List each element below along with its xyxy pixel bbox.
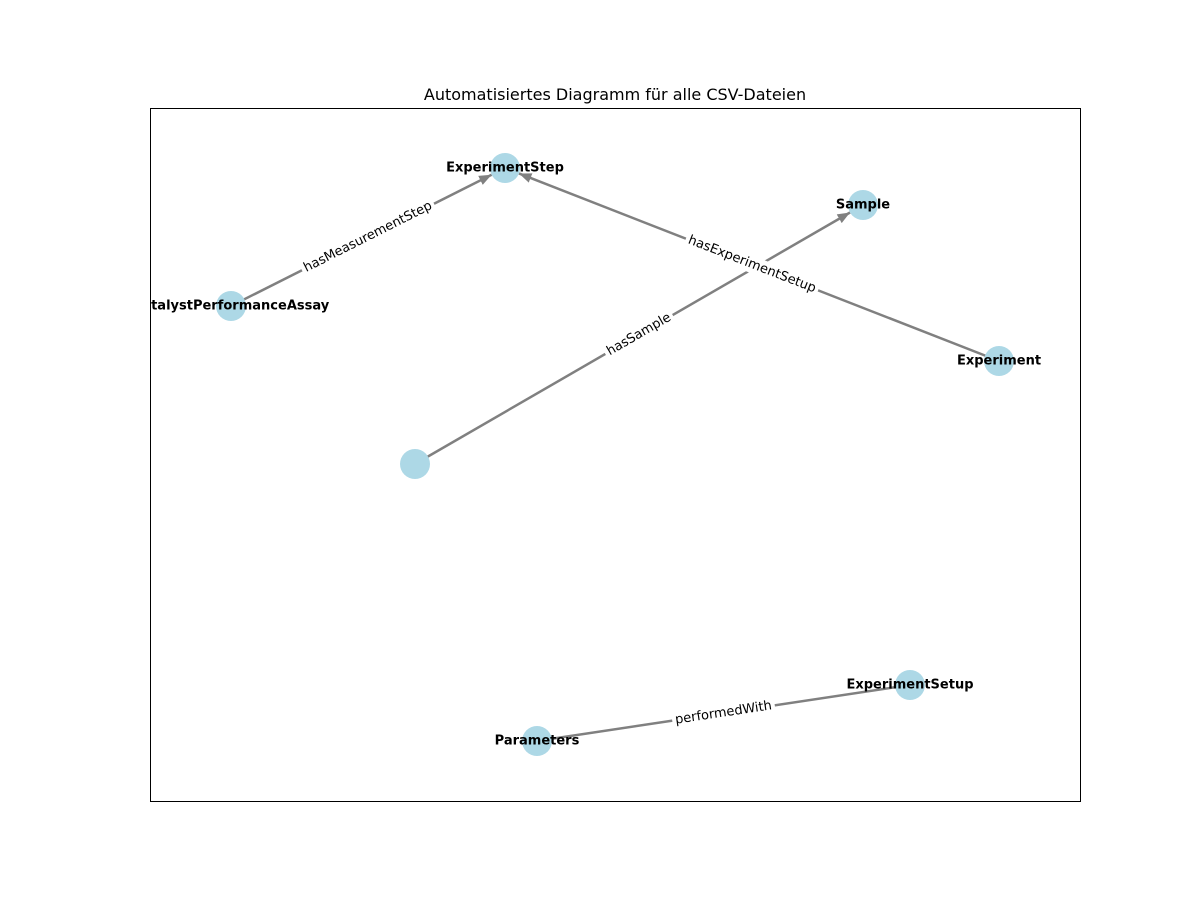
node-label-experimentstep: ExperimentStep — [446, 161, 564, 176]
node-experiment — [984, 346, 1014, 376]
plot-frame — [150, 108, 1081, 802]
edge-label-background — [298, 196, 438, 278]
node-label-experimentsetup: ExperimentSetup — [846, 678, 973, 693]
node-assay — [216, 291, 246, 321]
node-labels-layer: ExperimentStepSampleCatalystPerformanceA… — [133, 161, 1041, 749]
node-experimentstep — [490, 153, 520, 183]
edge-label-background — [601, 307, 677, 362]
node-unlabeled — [400, 449, 430, 479]
node-label-experiment: Experiment — [957, 354, 1041, 369]
node-experimentsetup — [895, 670, 925, 700]
nodes-layer — [216, 153, 1014, 756]
node-parameters — [522, 726, 552, 756]
node-sample — [848, 190, 878, 220]
edges-layer — [230, 172, 1000, 743]
node-label-parameters: Parameters — [495, 734, 580, 749]
edge-label-hasSample: hasSample — [604, 310, 674, 359]
chart-title: Automatisiertes Diagramm für alle CSV-Da… — [424, 85, 806, 104]
edge-label-background — [670, 696, 777, 730]
node-label-assay: CatalystPerformanceAssay — [133, 299, 330, 314]
edge-label-background — [682, 230, 822, 299]
node-label-sample: Sample — [836, 198, 890, 213]
edge-label-performedWith: performedWith — [674, 698, 773, 727]
edge-label-hasMeasurementStep: hasMeasurementStep — [301, 198, 434, 275]
